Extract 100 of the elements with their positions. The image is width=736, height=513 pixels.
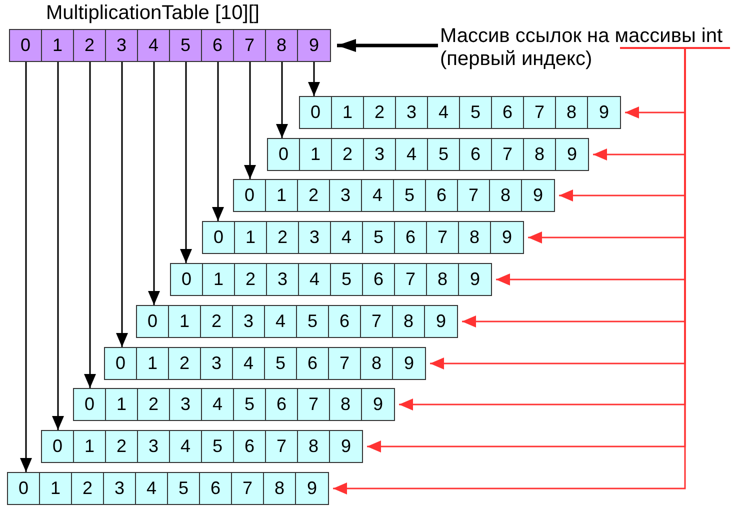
index-cell: 0 — [268, 139, 300, 170]
arrow — [308, 61, 320, 96]
index-cell: 2 — [74, 30, 106, 61]
index-cell: 4 — [202, 389, 234, 420]
index-cell: 1 — [203, 264, 235, 295]
index-cell: 5 — [394, 180, 426, 211]
index-cell: 2 — [364, 97, 396, 128]
index-cell: 8 — [298, 431, 330, 462]
index-cell: 7 — [492, 139, 524, 170]
index-cell: 8 — [524, 139, 556, 170]
arrow — [20, 61, 32, 472]
index-cell: 3 — [106, 30, 138, 61]
index-cell: 9 — [298, 30, 330, 61]
index-cell: 3 — [396, 97, 428, 128]
index-cell: 4 — [396, 139, 428, 170]
index-cell: 2 — [332, 139, 364, 170]
index-cell: 0 — [10, 30, 42, 61]
index-cell: 5 — [428, 139, 460, 170]
index-cell: 0 — [300, 97, 332, 128]
index-cell: 6 — [492, 97, 524, 128]
int-array — [104, 347, 426, 380]
arrow — [244, 61, 256, 179]
index-cell: 0 — [8, 473, 40, 504]
index-cell: 7 — [395, 264, 427, 295]
index-cell: 4 — [138, 30, 170, 61]
index-cell: 0 — [171, 264, 203, 295]
index-cell: 7 — [234, 30, 266, 61]
index-cell: 9 — [362, 389, 394, 420]
index-cell: 6 — [329, 306, 361, 337]
index-cell: 4 — [265, 306, 297, 337]
index-cell: 5 — [202, 431, 234, 462]
index-cell: 6 — [266, 389, 298, 420]
int-array — [170, 263, 492, 296]
index-cell: 7 — [266, 431, 298, 462]
index-cell: 3 — [364, 139, 396, 170]
index-cell: 4 — [136, 473, 168, 504]
index-cell: 0 — [74, 389, 106, 420]
index-cell: 2 — [267, 222, 299, 253]
int-array — [7, 472, 329, 505]
index-cell: 1 — [266, 180, 298, 211]
index-cell: 6 — [202, 30, 234, 61]
index-cell: 0 — [234, 180, 266, 211]
arrow — [52, 61, 64, 430]
array-name: MultiplicationTable [10][] — [46, 2, 260, 24]
index-cell: 8 — [264, 473, 296, 504]
index-cell: 9 — [330, 431, 362, 462]
index-cell: 5 — [265, 348, 297, 379]
index-cell: 6 — [363, 264, 395, 295]
index-cell: 1 — [169, 306, 201, 337]
index-cell: 3 — [170, 389, 202, 420]
index-cell: 1 — [42, 30, 74, 61]
index-cell: 3 — [299, 222, 331, 253]
index-cell: 5 — [331, 264, 363, 295]
arrow — [276, 61, 288, 138]
index-cell: 4 — [299, 264, 331, 295]
index-cell: 4 — [233, 348, 265, 379]
index-cell: 1 — [40, 473, 72, 504]
index-cell: 3 — [233, 306, 265, 337]
index-cell: 2 — [138, 389, 170, 420]
index-cell: 1 — [137, 348, 169, 379]
index-cell: 5 — [168, 473, 200, 504]
index-cell: 6 — [200, 473, 232, 504]
index-cell: 9 — [556, 139, 588, 170]
index-cell: 0 — [42, 431, 74, 462]
index-cell: 1 — [74, 431, 106, 462]
index-cell: 3 — [104, 473, 136, 504]
arrow — [337, 39, 438, 52]
index-cell: 3 — [330, 180, 362, 211]
index-cell: 8 — [393, 306, 425, 337]
index-cell: 9 — [393, 348, 425, 379]
int-array — [136, 305, 458, 338]
index-cell: 6 — [426, 180, 458, 211]
index-cell: 9 — [588, 97, 620, 128]
index-cell: 9 — [425, 306, 457, 337]
arrow — [148, 61, 160, 305]
index-cell: 2 — [201, 306, 233, 337]
index-cell: 7 — [329, 348, 361, 379]
index-cell: 8 — [361, 348, 393, 379]
index-cell: 7 — [427, 222, 459, 253]
int-array — [267, 138, 589, 171]
index-cell: 1 — [106, 389, 138, 420]
index-cell: 1 — [300, 139, 332, 170]
index-cell: 8 — [556, 97, 588, 128]
index-cell: 5 — [234, 389, 266, 420]
index-cell: 5 — [460, 97, 492, 128]
index-cell: 7 — [361, 306, 393, 337]
index-cell: 4 — [170, 431, 202, 462]
index-cell: 2 — [235, 264, 267, 295]
index-cell: 2 — [169, 348, 201, 379]
index-cell: 5 — [297, 306, 329, 337]
index-cell: 9 — [491, 222, 523, 253]
index-cell: 9 — [459, 264, 491, 295]
index-cell: 0 — [203, 222, 235, 253]
index-cell: 3 — [138, 431, 170, 462]
arrow — [180, 61, 192, 263]
index-cell: 4 — [428, 97, 460, 128]
int-array — [41, 430, 363, 463]
int-array — [233, 179, 555, 212]
index-cell: 4 — [362, 180, 394, 211]
index-cell: 7 — [298, 389, 330, 420]
